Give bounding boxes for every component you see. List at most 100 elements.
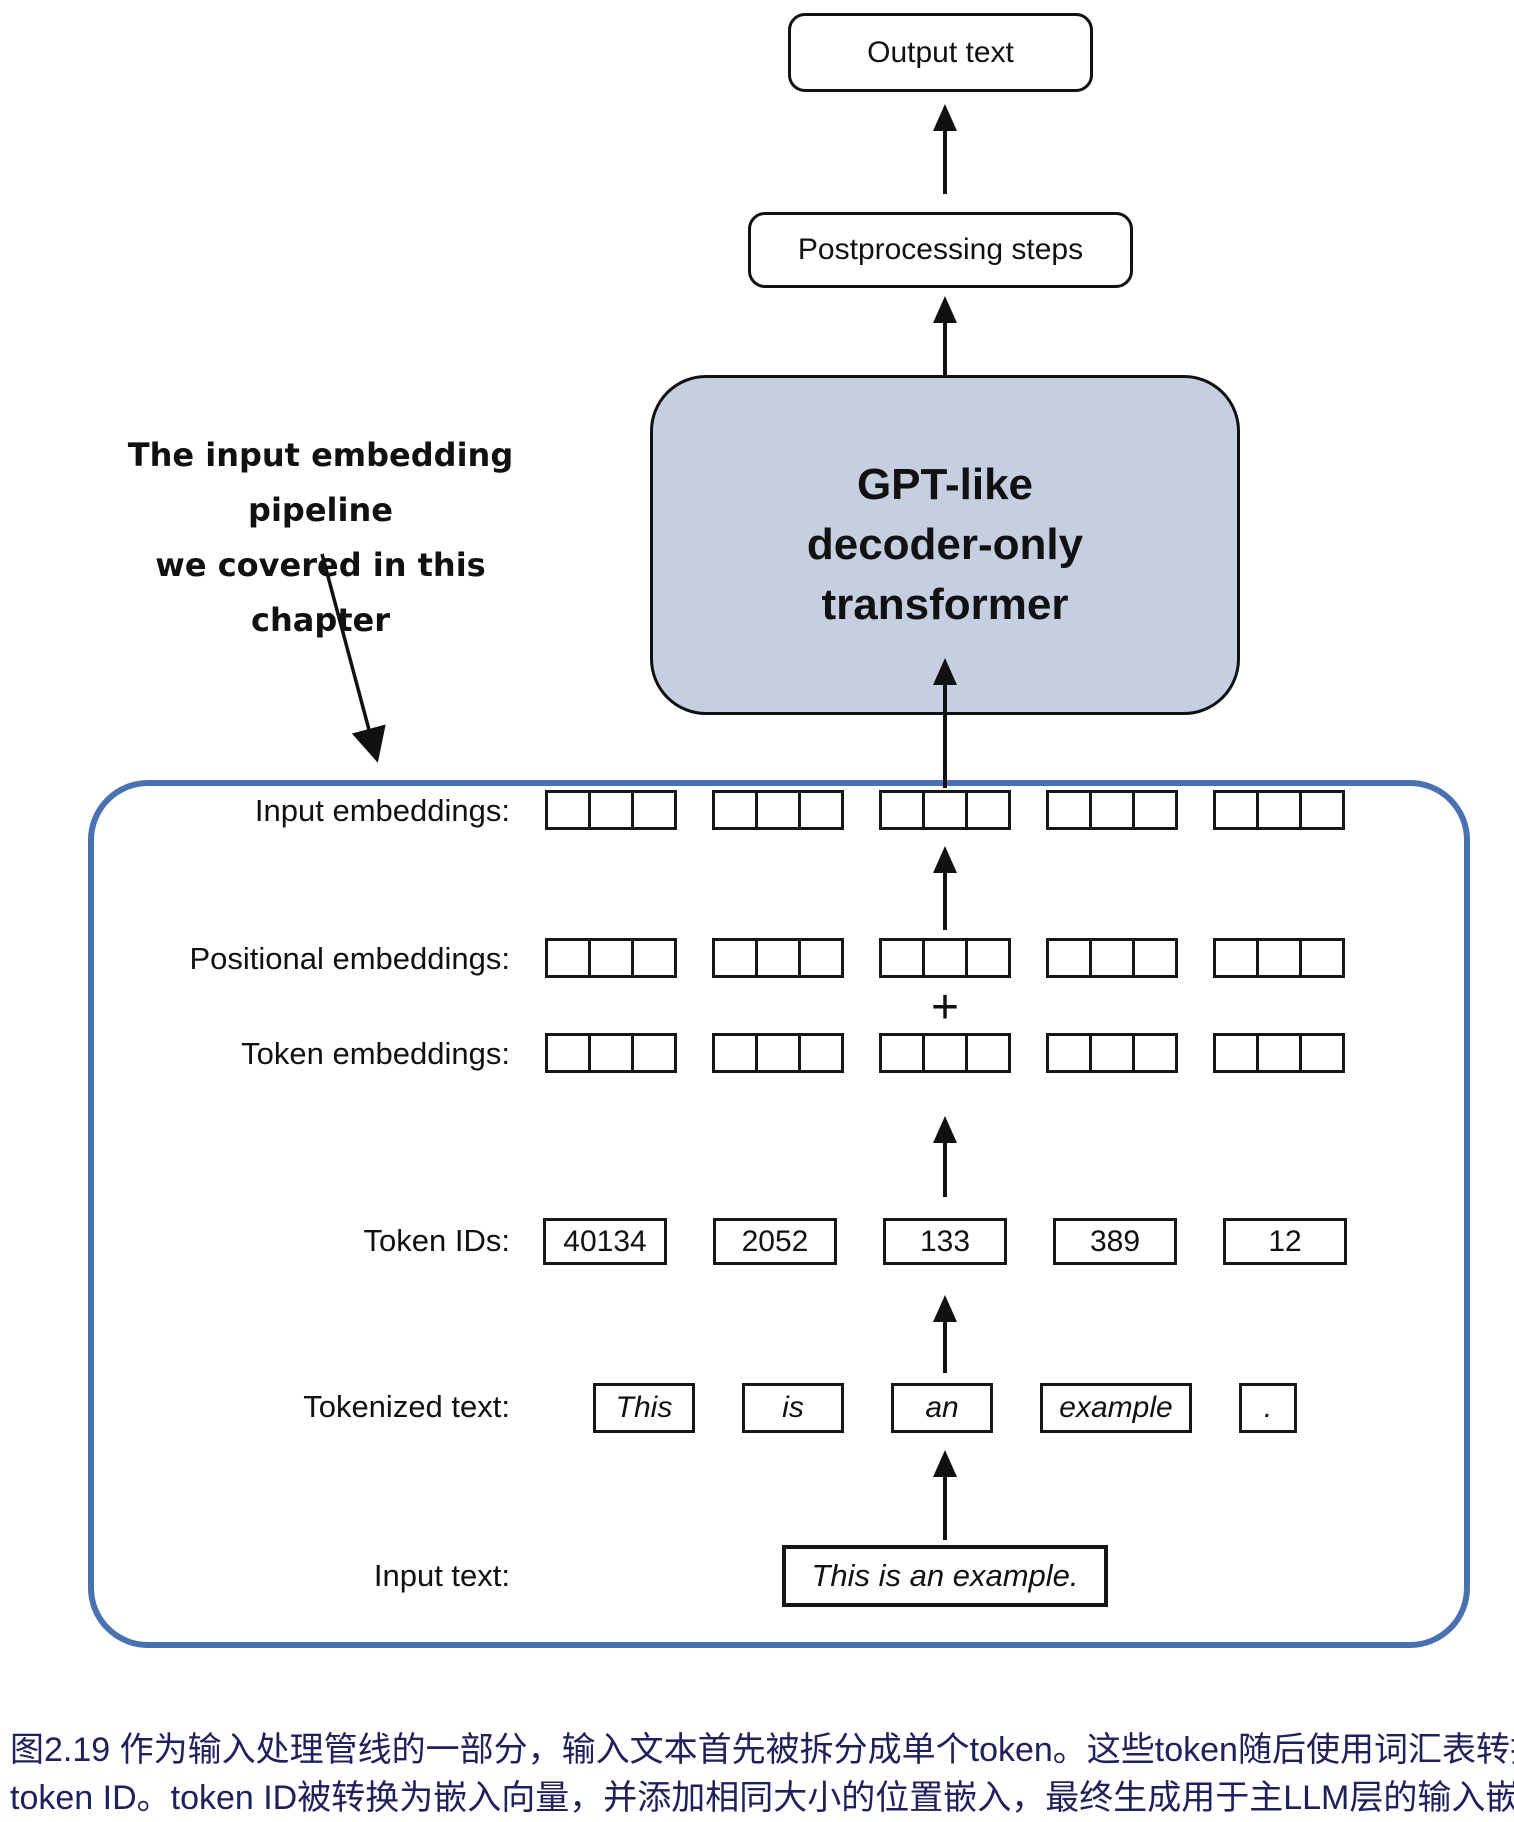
embedding-cell <box>965 1033 1011 1073</box>
embedding-vector <box>712 1033 844 1073</box>
token-id-box: 2052 <box>713 1218 837 1265</box>
embedding-cell <box>798 790 844 830</box>
embedding-cell <box>545 1033 591 1073</box>
embedding-cell <box>588 790 634 830</box>
tokenized-text-label: Tokenized text: <box>303 1389 510 1424</box>
embedding-cell <box>1256 1033 1302 1073</box>
token-ids-label: Token IDs: <box>363 1223 510 1258</box>
embedding-vector <box>1213 1033 1345 1073</box>
arrow-shaft <box>943 1316 947 1373</box>
embedding-cell <box>1213 790 1259 830</box>
embedding-cell <box>588 938 634 978</box>
postprocessing-box: Postprocessing steps <box>748 212 1133 288</box>
annotation-line1: The input embedding pipeline <box>127 436 514 529</box>
embedding-vector <box>879 938 1011 978</box>
embedding-cell <box>712 790 758 830</box>
token-box: This <box>593 1383 695 1433</box>
annotation-arrow-icon <box>320 553 386 763</box>
output-text-box: Output text <box>788 13 1093 92</box>
figure-caption: 图2.19 作为输入处理管线的一部分，输入文本首先被拆分成单个token。这些t… <box>10 1726 1514 1822</box>
token-id-box: 12 <box>1223 1218 1347 1265</box>
embedding-cell <box>1089 790 1135 830</box>
embedding-cell <box>879 790 925 830</box>
positional-embeddings-label: Positional embeddings: <box>189 941 510 976</box>
embedding-cell <box>798 1033 844 1073</box>
arrow-shaft <box>943 317 947 415</box>
embedding-cell <box>631 790 677 830</box>
embedding-cell <box>1213 938 1259 978</box>
embedding-vector <box>1046 938 1178 978</box>
token-box: an <box>891 1383 993 1433</box>
gpt-box-line2: decoder-only <box>806 520 1084 569</box>
token-box: is <box>742 1383 844 1433</box>
input-text-box: This is an example. <box>782 1545 1108 1607</box>
arrow-up-icon <box>932 658 958 788</box>
embedding-vector <box>1213 790 1345 830</box>
embedding-cell <box>631 938 677 978</box>
embedding-cell <box>755 938 801 978</box>
embedding-vector <box>545 938 677 978</box>
arrow-shaft <box>943 1137 947 1197</box>
arrow-up-icon <box>932 1450 958 1540</box>
postprocessing-label: Postprocessing steps <box>797 233 1084 266</box>
embedding-vector <box>879 790 1011 830</box>
embedding-cell <box>1132 938 1178 978</box>
embedding-cell <box>1132 1033 1178 1073</box>
embedding-vector <box>879 1033 1011 1073</box>
embedding-cell <box>1089 938 1135 978</box>
input-text-label: Input text: <box>373 1558 510 1593</box>
embedding-cell <box>755 790 801 830</box>
output-text-label: Output text <box>867 35 1014 69</box>
input-text-value: This is an example. <box>811 1558 1079 1593</box>
embedding-cell <box>965 938 1011 978</box>
embedding-vector <box>1213 938 1345 978</box>
embedding-cell <box>588 1033 634 1073</box>
arrow-up-icon <box>932 1295 958 1373</box>
arrow-shaft <box>943 679 947 788</box>
embedding-cell <box>631 1033 677 1073</box>
token-id-box: 40134 <box>543 1218 667 1265</box>
arrow-up-icon <box>932 104 958 194</box>
input-embedding-pipeline-box <box>88 780 1470 1648</box>
token-id-box: 389 <box>1053 1218 1177 1265</box>
embedding-vector <box>545 1033 677 1073</box>
embedding-cell <box>1256 938 1302 978</box>
caption-line1: 图2.19 作为输入处理管线的一部分，输入文本首先被拆分成单个token。这些t… <box>10 1731 1514 1769</box>
embedding-cell <box>1299 1033 1345 1073</box>
plus-sign: + <box>930 981 960 1034</box>
embedding-vector <box>1046 1033 1178 1073</box>
annotation-note: The input embedding pipeline we covered … <box>88 428 553 648</box>
embedding-cell <box>1299 938 1345 978</box>
arrow-up-icon <box>932 846 958 930</box>
embedding-cell <box>922 790 968 830</box>
gpt-box-line1: GPT-like <box>856 460 1034 509</box>
token-box: . <box>1239 1383 1297 1433</box>
embedding-cell <box>1046 790 1092 830</box>
embedding-cell <box>879 938 925 978</box>
embedding-cell <box>879 1033 925 1073</box>
embedding-cell <box>1299 790 1345 830</box>
token-embeddings-label: Token embeddings: <box>241 1036 510 1071</box>
embedding-cell <box>545 790 591 830</box>
input-embeddings-vectors <box>545 790 1345 830</box>
embedding-vector <box>545 790 677 830</box>
token-box: example <box>1040 1383 1192 1433</box>
embedding-cell <box>798 938 844 978</box>
embedding-cell <box>712 1033 758 1073</box>
arrow-up-icon <box>932 1116 958 1197</box>
embedding-cell <box>922 938 968 978</box>
caption-line2: token ID。token ID被转换为嵌入向量，并添加相同大小的位置嵌入，最… <box>10 1779 1514 1817</box>
embedding-vector <box>1046 790 1178 830</box>
embedding-vector <box>712 938 844 978</box>
token-id-box: 133 <box>883 1218 1007 1265</box>
embedding-cell <box>922 1033 968 1073</box>
embedding-cell <box>545 938 591 978</box>
embedding-cell <box>755 1033 801 1073</box>
arrow-shaft <box>943 125 947 194</box>
embedding-cell <box>1046 938 1092 978</box>
positional-embeddings-vectors <box>545 938 1345 978</box>
embedding-cell <box>712 938 758 978</box>
token-ids-row: 40134 2052 133 389 12 <box>543 1218 1347 1265</box>
